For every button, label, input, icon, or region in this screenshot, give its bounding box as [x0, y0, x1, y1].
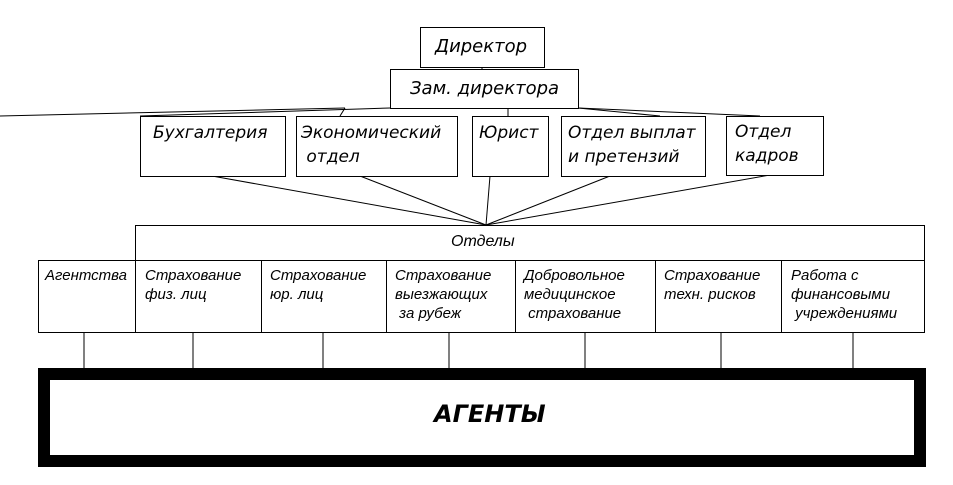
director-box: Директор	[420, 27, 545, 68]
service-label: Юрист	[479, 123, 539, 143]
director-label: Директор	[435, 36, 528, 57]
department-individuals: Страхование физ. лиц	[135, 260, 262, 333]
department-tech-risks: Страхование техн. рисков	[655, 260, 782, 333]
service-box-hr: Отдел кадров	[726, 116, 824, 176]
service-label: Отдел выплат и претензий	[568, 123, 696, 167]
service-box-claims: Отдел выплат и претензий	[561, 116, 706, 177]
agents-label: АГЕНТЫ	[434, 400, 546, 428]
deputy-label: Зам. директора	[410, 78, 560, 99]
departments-header: Отделы	[451, 233, 515, 250]
service-label: Экономический отдел	[301, 123, 442, 167]
department-medical: Добровольное медицинское страхование	[515, 260, 656, 333]
service-box-economic: Экономический отдел	[296, 116, 458, 177]
department-financial: Работа с финансовыми учреждениями	[781, 260, 925, 333]
service-box-lawyer: Юрист	[472, 116, 549, 177]
department-legal-entities: Страхование юр. лиц	[261, 260, 387, 333]
service-box-accounting: Бухгалтерия	[140, 116, 286, 177]
service-label: Бухгалтерия	[153, 123, 268, 143]
department-travel: Страхование выезжающих за рубеж	[386, 260, 516, 333]
deputy-box: Зам. директора	[390, 69, 579, 109]
department-agencies: Агентства	[38, 260, 136, 333]
service-label: Отдел кадров	[735, 122, 799, 166]
departments-header-box: Отделы	[135, 225, 925, 261]
agents-box: АГЕНТЫ	[38, 368, 926, 467]
